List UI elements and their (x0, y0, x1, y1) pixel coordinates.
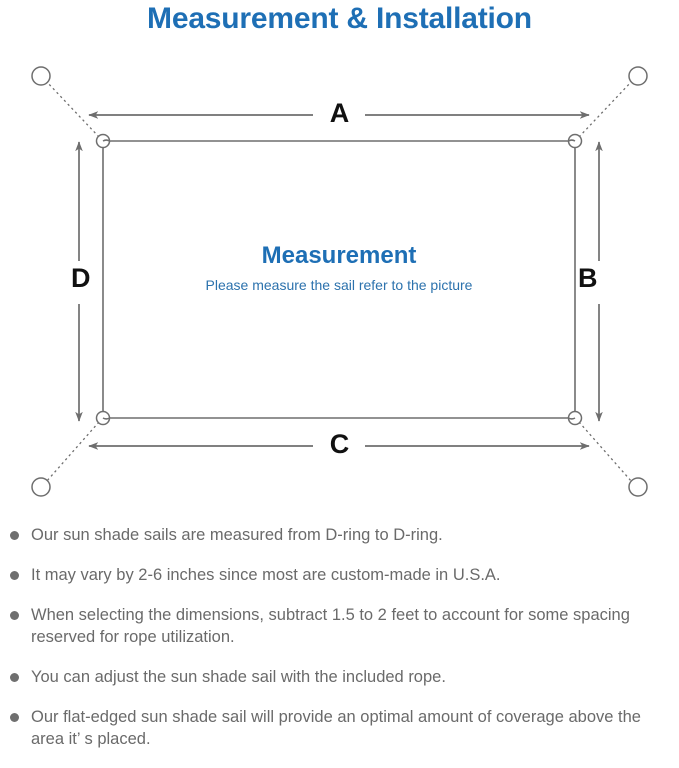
rope-bottom-left (45, 421, 100, 483)
measurement-diagram: A B C D Measurement Please measure the s… (0, 46, 679, 516)
anchor-ring-top-right (628, 66, 648, 86)
note-text: When selecting the dimensions, subtract … (31, 606, 630, 646)
page-title: Measurement & Installation (147, 2, 532, 35)
anchor-ring-bottom-right (628, 477, 648, 497)
bullet-icon (10, 713, 19, 722)
dimension-label-d: D (71, 263, 91, 293)
note-text: It may vary by 2-6 inches since most are… (31, 566, 501, 584)
list-item: Our sun shade sails are measured from D-… (0, 524, 679, 546)
notes-list: Our sun shade sails are measured from D-… (0, 524, 679, 768)
anchor-ring-top-left (31, 66, 51, 86)
anchor-ring-bottom-left (31, 477, 51, 497)
bullet-icon (10, 531, 19, 540)
list-item: When selecting the dimensions, subtract … (0, 604, 679, 648)
bullet-icon (10, 571, 19, 580)
dimension-label-a: A (329, 98, 350, 128)
list-item: Our flat-edged sun shade sail will provi… (0, 706, 679, 750)
rope-top-right (578, 80, 633, 138)
note-text: Our flat-edged sun shade sail will provi… (31, 708, 641, 748)
list-item: You can adjust the sun shade sail with t… (0, 666, 679, 688)
bullet-icon (10, 673, 19, 682)
bullet-icon (10, 611, 19, 620)
sail-rectangle (102, 140, 576, 419)
list-item: It may vary by 2-6 inches since most are… (0, 564, 679, 586)
rope-bottom-right (578, 421, 633, 483)
dimension-label-b: B (578, 263, 598, 293)
diagram-svg (31, 66, 648, 497)
note-text: Our sun shade sails are measured from D-… (31, 526, 443, 544)
rope-top-left (45, 80, 100, 138)
dimension-label-c: C (329, 429, 350, 459)
note-text: You can adjust the sun shade sail with t… (31, 668, 446, 686)
